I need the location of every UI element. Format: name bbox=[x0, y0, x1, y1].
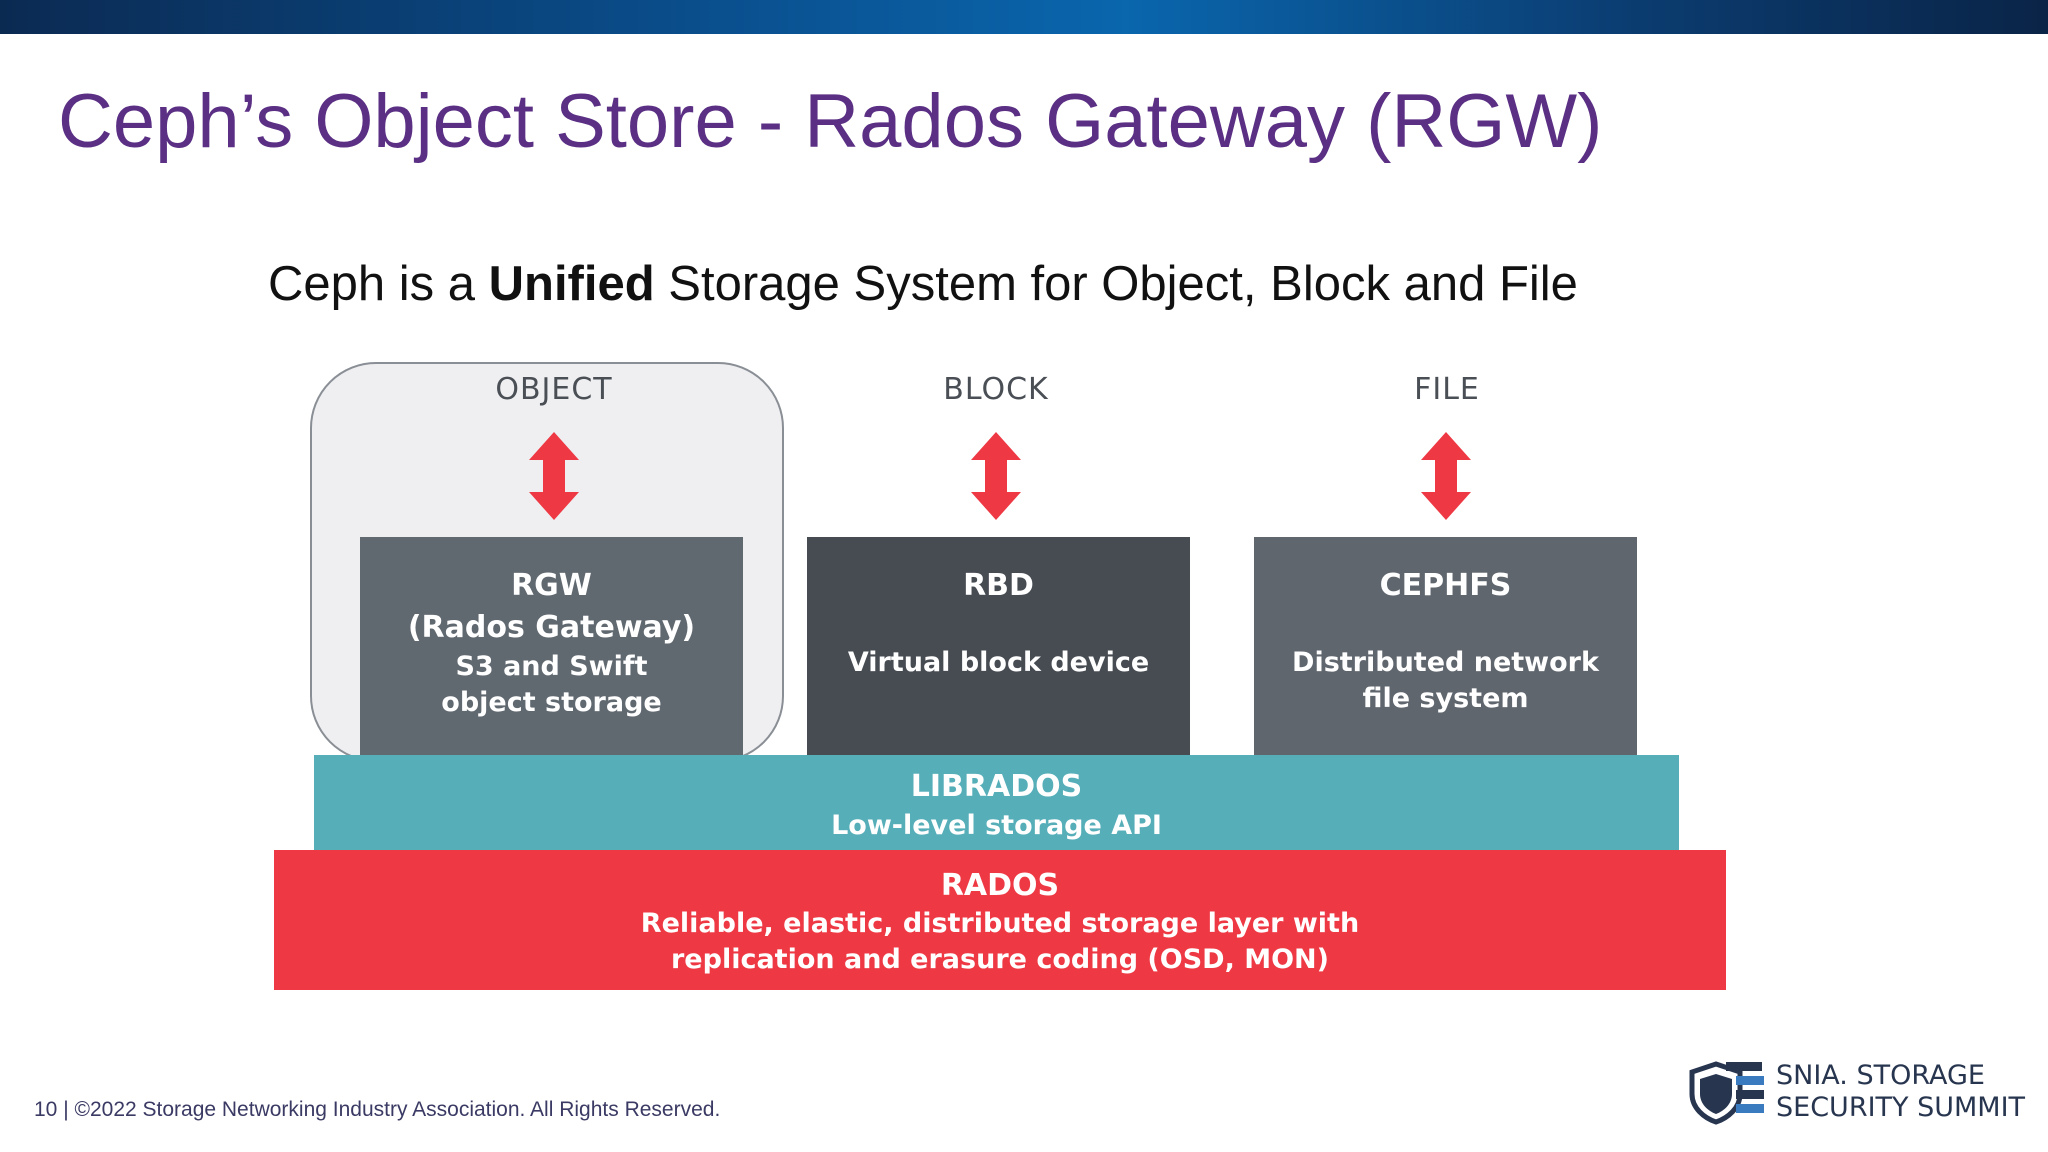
subtitle-bold: Unified bbox=[488, 257, 655, 311]
librados-layer: LIBRADOS Low-level storage API bbox=[314, 755, 1679, 851]
rgw-desc-line2: object storage bbox=[441, 687, 662, 718]
librados-title: LIBRADOS bbox=[910, 769, 1083, 804]
logo-line-2: SECURITY SUMMIT bbox=[1776, 1092, 2026, 1123]
subtitle-post: Storage System for Object, Block and Fil… bbox=[654, 257, 1578, 311]
rbd-box: RBD Virtual block device bbox=[807, 537, 1190, 755]
slide-subtitle: Ceph is a Unified Storage System for Obj… bbox=[268, 256, 1578, 312]
rados-desc-line1: Reliable, elastic, distributed storage l… bbox=[640, 908, 1360, 939]
column-label-block: BLOCK bbox=[943, 372, 1049, 407]
double-arrow-icon bbox=[529, 432, 579, 520]
double-arrow-icon bbox=[1421, 432, 1471, 520]
rgw-desc-line1: S3 and Swift bbox=[455, 651, 648, 682]
rados-layer: RADOS Reliable, elastic, distributed sto… bbox=[274, 850, 1726, 990]
slide-title: Ceph’s Object Store - Rados Gateway (RGW… bbox=[58, 79, 1603, 164]
librados-desc: Low-level storage API bbox=[831, 810, 1162, 841]
logo-line-1: SNIA. STORAGE bbox=[1776, 1060, 1985, 1091]
top-banner bbox=[0, 0, 2048, 34]
rados-desc-line2: replication and erasure coding (OSD, MON… bbox=[670, 944, 1329, 975]
cephfs-desc-line1: Distributed network bbox=[1292, 647, 1599, 678]
rgw-title: RGW bbox=[511, 568, 592, 603]
subtitle-pre: Ceph is a bbox=[268, 257, 489, 311]
shield-icon bbox=[1689, 1061, 1764, 1125]
column-label-file: FILE bbox=[1414, 372, 1480, 407]
cephfs-title: CEPHFS bbox=[1379, 568, 1512, 603]
cephfs-box: CEPHFS Distributed network file system bbox=[1254, 537, 1637, 755]
rgw-box: RGW (Rados Gateway) S3 and Swift object … bbox=[360, 537, 743, 755]
rgw-subtitle: (Rados Gateway) bbox=[407, 610, 696, 645]
double-arrow-icon bbox=[971, 432, 1021, 520]
rbd-desc-line1: Virtual block device bbox=[847, 647, 1150, 678]
snia-logo: SNIA. STORAGE SECURITY SUMMIT bbox=[1686, 1050, 2025, 1130]
rbd-title: RBD bbox=[963, 568, 1034, 603]
column-label-object: OBJECT bbox=[495, 372, 613, 407]
cephfs-desc-line2: file system bbox=[1362, 683, 1529, 714]
rados-title: RADOS bbox=[940, 868, 1060, 903]
slide-footer: 10 | ©2022 Storage Networking Industry A… bbox=[34, 1098, 721, 1121]
